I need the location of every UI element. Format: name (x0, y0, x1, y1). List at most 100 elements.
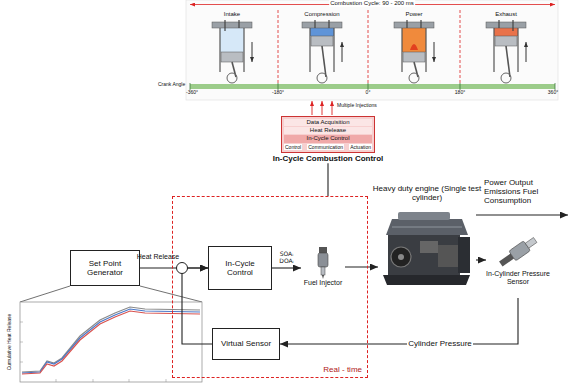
crank-angle-bar-part-part (368, 83, 369, 90)
piston-power-part (406, 20, 407, 28)
heat-release-chart-part (22, 311, 200, 374)
engine-symbol-part (420, 241, 438, 253)
injection-arrows (312, 101, 332, 115)
stage-cell: Actuation (349, 144, 372, 150)
heat-release-chart-part-part (166, 379, 167, 382)
heat-release-chart-part (22, 307, 200, 372)
set-point-bracket-part (20, 286, 70, 302)
injection-arrows-part (332, 101, 333, 115)
piston-exhaust (486, 20, 526, 83)
engine-symbol-part (398, 254, 404, 260)
piston-exhaust-part (506, 46, 510, 77)
signal-arrow (280, 298, 518, 344)
heat-release-chart-part-part (20, 322, 23, 323)
piston-compression-part (302, 22, 342, 28)
crank-angle-bar-part-part (278, 83, 279, 90)
box-text: Set Point Generator (75, 259, 135, 277)
piston-intake-part (243, 28, 244, 72)
signal-arrow (345, 266, 378, 267)
piston-intake-part (227, 73, 237, 83)
note-label: Crank Angle (158, 82, 185, 88)
piston-exhaust-part (498, 20, 499, 28)
note-label: Compression (304, 11, 339, 18)
piston-power-part (402, 28, 426, 52)
injection-arrows-part (312, 101, 313, 115)
piston-power-part (409, 73, 419, 83)
box-heading: In-Cycle Combustion Control (273, 154, 384, 164)
note-label: 180° (455, 90, 465, 96)
piston-compression-part (322, 46, 326, 77)
piston-compression-part (311, 36, 333, 46)
engine-symbol-part (391, 247, 411, 267)
note-label: Exhaust (495, 11, 517, 18)
heat-release-chart-part-part (56, 379, 57, 382)
combustion-control-box: Data AcquisitionHeat ReleaseIn-Cycle Con… (281, 116, 375, 153)
engine-symbol-part (398, 212, 450, 220)
edge-label: SOAᵢ DOAᵢ (273, 251, 301, 265)
box-text: Virtual Sensor (221, 339, 271, 348)
stage-cell: Control (284, 144, 302, 150)
injector-symbol-part (322, 275, 324, 279)
piston-power-part (401, 28, 402, 72)
piston-compression-part (333, 28, 334, 72)
engine-symbol-part (383, 275, 470, 285)
note-label: Combustion Cycle: 90 - 200 ms (329, 0, 415, 7)
heat-release-chart-part (20, 302, 202, 382)
piston-power-part (394, 22, 434, 28)
piston-intake-part (221, 52, 243, 62)
heat-release-chart-part-part (20, 362, 23, 363)
piston-exhaust-part (495, 36, 517, 46)
edge-label: Heat Release (137, 253, 179, 261)
sensor-symbol-part (497, 235, 538, 269)
note-label: Multiple Injections (337, 103, 377, 109)
piston-power-part (425, 28, 426, 72)
note-label: Power (405, 11, 422, 18)
cycle-inset (186, 0, 558, 100)
heat-release-chart-part (22, 309, 200, 373)
stage-cell: Communication (307, 144, 344, 150)
injector-symbol-part (321, 267, 325, 275)
piston-compression-part (342, 42, 343, 62)
piston-intake-part (212, 22, 252, 28)
box-text: In-Cycle Control (213, 259, 267, 277)
heat-release-chart-part-part (20, 342, 23, 343)
edge-label: Cylinder Pressure (407, 339, 473, 348)
region-label: Real - time (323, 365, 362, 374)
injector-symbol-part (319, 247, 327, 253)
fuel-injector: Fuel Injector (301, 238, 345, 296)
process-box: Virtual Sensor (212, 328, 280, 360)
piston-compression-part (328, 20, 329, 28)
stroke-separator-part (460, 10, 461, 84)
stage-strip: Data Acquisition (284, 119, 372, 126)
piston-intake-part (220, 28, 244, 52)
sensor-symbol-part-part (525, 237, 537, 248)
note-label: Cumulative Heat Release (7, 314, 13, 371)
icon-caption: Fuel Injector (304, 279, 343, 287)
signal-arrow (476, 259, 486, 260)
piston-intake-part (238, 20, 239, 28)
process-box: Set Point Generator (70, 250, 140, 286)
set-point-bracket (20, 286, 202, 302)
crank-angle-bar-part-part (460, 83, 461, 90)
piston-compression (302, 20, 342, 83)
engine-symbol (378, 205, 476, 291)
piston-compression-part (309, 28, 310, 72)
box-heading: Heavy duty engine (Single test cylinder) (372, 184, 482, 202)
stage-row: Control Communication Actuation (284, 144, 372, 150)
cycle-inset-part (186, 0, 558, 100)
output-arrow-part (476, 214, 568, 215)
piston-intake-part (219, 28, 220, 72)
piston-compression-part (314, 20, 315, 28)
piston-intake-part (224, 20, 225, 31)
set-point-bracket-part (140, 286, 202, 302)
icon-caption: In-Cylinder Pressure Sensor (486, 270, 550, 286)
crank-angle-bar-part (190, 84, 555, 89)
injector-symbol (315, 247, 331, 279)
engine-symbol-part (458, 237, 470, 273)
stroke-separator (278, 10, 460, 84)
piston-intake (212, 20, 252, 83)
sensor-symbol (493, 234, 543, 270)
signal-arrow (272, 267, 301, 268)
piston-exhaust-part (526, 42, 527, 62)
